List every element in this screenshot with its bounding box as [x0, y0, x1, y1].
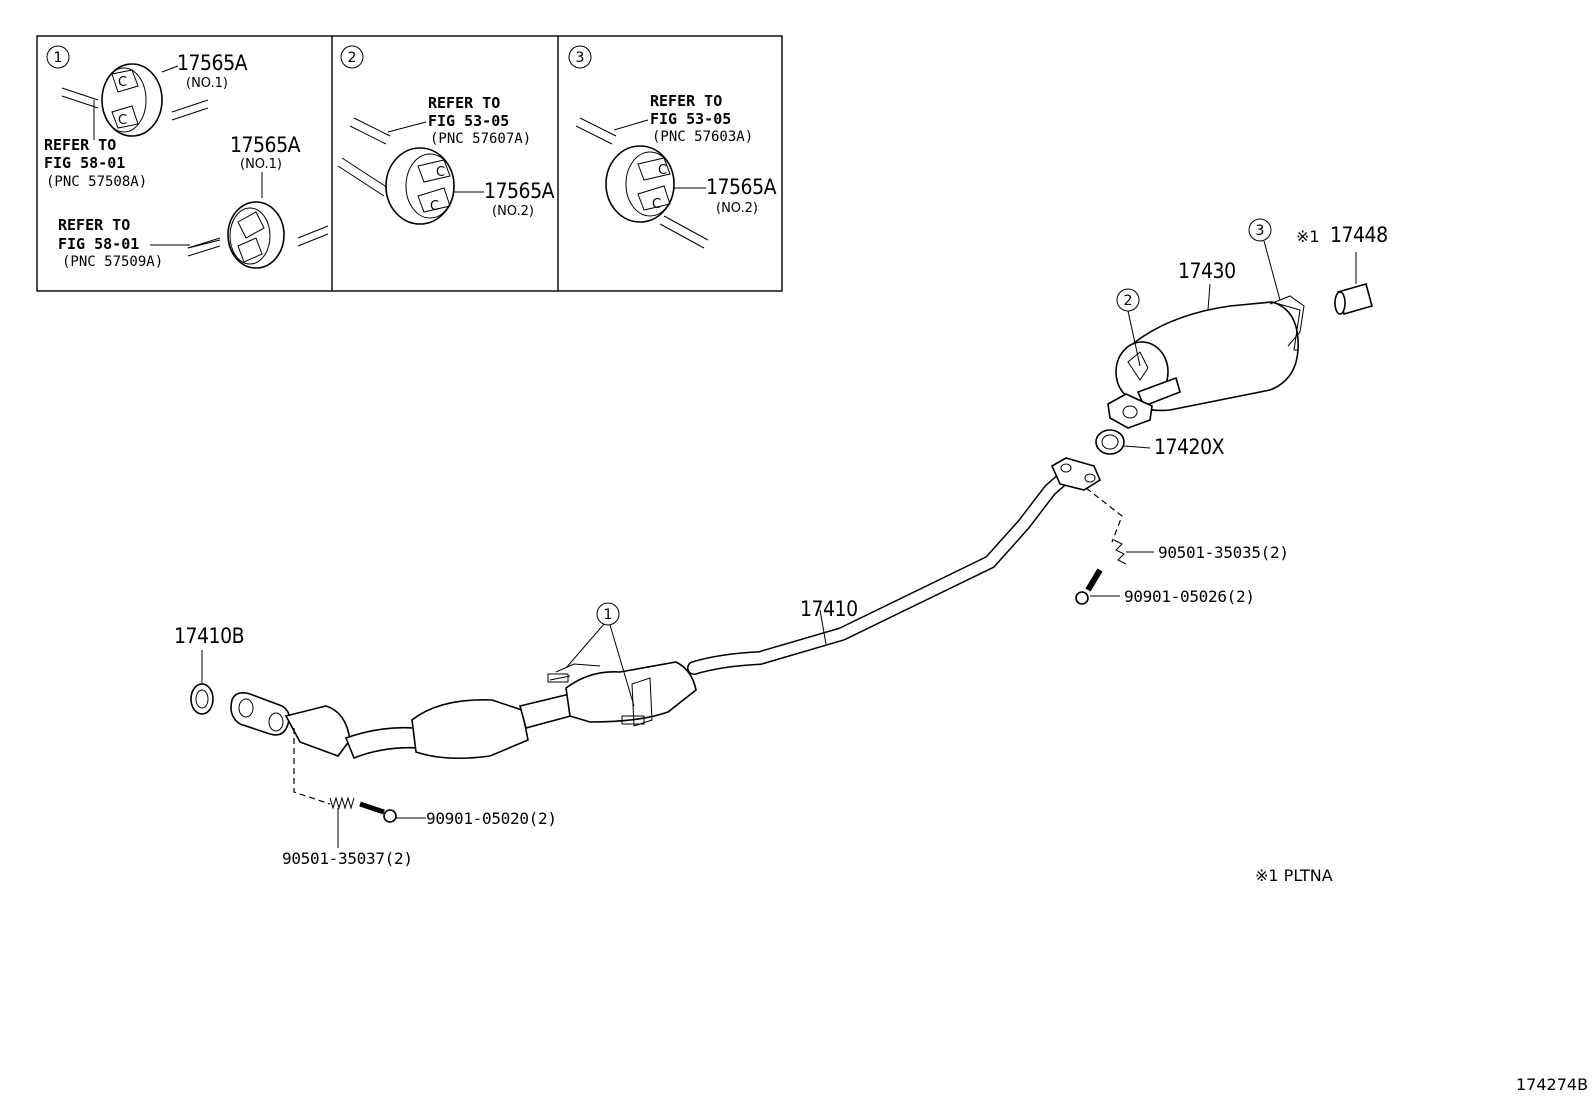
svg-text:C: C: [118, 113, 127, 128]
inset-2-part: 17565A: [484, 179, 555, 203]
inset-1-lower-note: (NO.1): [240, 157, 282, 172]
tip-marker: ※1: [1296, 227, 1320, 246]
callout-3-text: 3: [1256, 223, 1265, 239]
inset-1-index: 1: [54, 50, 63, 66]
part-label-17448: 17448: [1330, 223, 1388, 247]
inset-1-lower-ref-pnc: (PNC 57509A): [62, 254, 163, 270]
callout-3: 3: [1248, 218, 1281, 301]
exhaust-tip: [1334, 252, 1373, 315]
svg-text:C: C: [118, 75, 127, 90]
inset-2-ref-pnc: (PNC 57607A): [430, 131, 531, 147]
inset-1: 1 C C 17565A (NO.1) REFER TO FIG 58-01 (…: [44, 45, 329, 270]
footnote: ※1 PLTNA: [1255, 866, 1333, 885]
inset-2-ref-1: REFER TO: [428, 94, 500, 112]
inset-1-upper-ref-1: REFER TO: [44, 136, 116, 154]
spring-icon: [1113, 539, 1127, 565]
inset-3: 3 REFER TO FIG 53-05 (PNC 57603A) C C 17…: [568, 45, 777, 249]
part-label-17430: 17430: [1178, 259, 1236, 283]
svg-text:C: C: [658, 163, 667, 178]
inset-1-upper-ref-pnc: (PNC 57508A): [46, 174, 147, 190]
inset-2-note: (NO.2): [492, 204, 534, 219]
rear-fasteners: [1075, 487, 1154, 605]
inset-2: 2 REFER TO FIG 53-05 (PNC 57607A) C C 17…: [337, 45, 555, 225]
front-fasteners: [293, 728, 426, 848]
part-label-17420x: 17420X: [1154, 435, 1225, 459]
svg-text:C: C: [652, 197, 661, 212]
front-gasket: [190, 650, 214, 715]
callout-2: 2: [1116, 288, 1141, 367]
hanger-icon: [227, 201, 285, 269]
inset-1-lower-ref-1: REFER TO: [58, 216, 130, 234]
spring-icon: [329, 796, 355, 810]
part-label-90501-35037: 90501-35037(2): [282, 849, 413, 868]
inset-3-ref-pnc: (PNC 57603A): [652, 129, 753, 145]
inset-3-index: 3: [576, 50, 585, 66]
callout-1: 1: [565, 602, 635, 707]
inset-1-lower-part: 17565A: [230, 133, 301, 157]
figure-id: 174274B: [1516, 1075, 1588, 1094]
hanger-icon: C C: [101, 63, 163, 137]
inset-3-note: (NO.2): [716, 201, 758, 216]
bolt-icon: [1075, 568, 1103, 605]
part-label-90501-35035: 90501-35035(2): [1158, 543, 1289, 562]
part-label-90901-05020: 90901-05020(2): [426, 809, 557, 828]
muffler: [1107, 295, 1305, 429]
inset-1-upper-part: 17565A: [177, 51, 248, 75]
svg-text:C: C: [430, 199, 439, 214]
part-label-17410: 17410: [800, 597, 858, 621]
hanger-icon: C C: [605, 145, 675, 223]
inset-2-ref-2: FIG 53-05: [428, 112, 509, 130]
inset-2-index: 2: [348, 50, 357, 66]
inset-3-ref-1: REFER TO: [650, 92, 722, 110]
inset-1-upper-ref-2: FIG 58-01: [44, 154, 125, 172]
part-label-90901-05026: 90901-05026(2): [1124, 587, 1255, 606]
svg-text:C: C: [436, 165, 445, 180]
inset-3-part: 17565A: [706, 175, 777, 199]
bolt-icon: [359, 801, 397, 823]
rear-gasket: [1095, 429, 1151, 455]
callout-2-text: 2: [1124, 293, 1133, 309]
hanger-icon: C C: [385, 147, 455, 225]
part-label-17410b: 17410B: [174, 624, 244, 648]
inset-1-upper-note: (NO.1): [186, 76, 228, 91]
inset-3-ref-2: FIG 53-05: [650, 110, 731, 128]
callout-1-text: 1: [604, 607, 613, 623]
front-pipe-assembly: [230, 457, 1102, 760]
inset-panel: [36, 35, 783, 292]
inset-1-lower-ref-2: FIG 58-01: [58, 235, 139, 253]
